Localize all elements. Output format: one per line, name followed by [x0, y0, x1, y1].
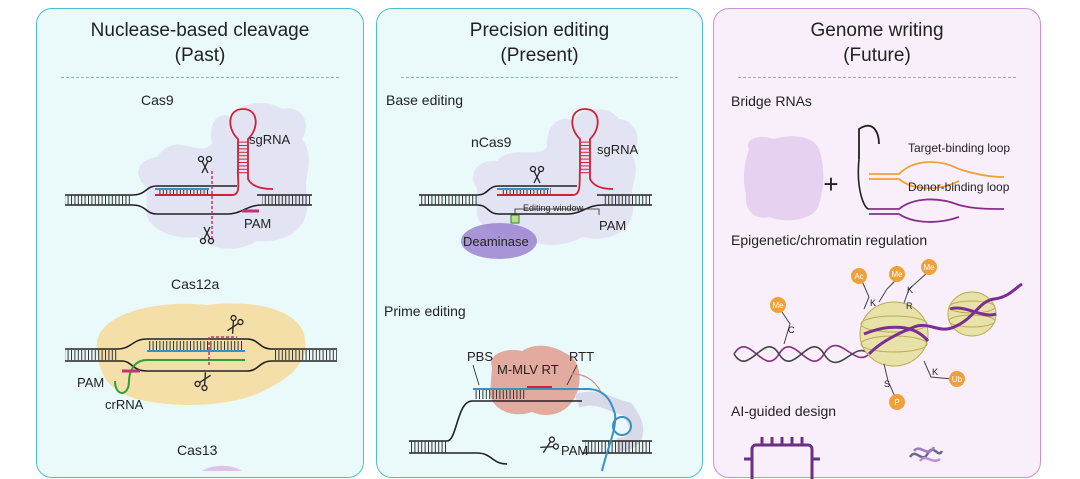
scissors-icon — [194, 372, 211, 392]
cas9-protein-cloud — [138, 103, 309, 249]
genome-writing-diagrams: + Target-binding loop Donor-binding loop — [733, 124, 1023, 479]
dna-double-helix — [733, 345, 870, 363]
cas9-pam-label: PAM — [244, 216, 271, 231]
nucleosome-histone — [859, 301, 929, 367]
cas12a-crrna-label: crRNA — [105, 397, 144, 412]
residue-c: C — [788, 325, 795, 335]
recombinase-cloud — [743, 136, 824, 221]
panel-title-present: Precision editing — [469, 20, 610, 41]
mark-me: Me — [923, 263, 935, 272]
scissors-icon — [197, 155, 213, 174]
nuclease-diagrams: Cas9 sgRNA PAM Cas12a — [65, 92, 337, 471]
residue-s: S — [884, 379, 890, 389]
epigenetic-heading: Epigenetic/chromatin regulation — [731, 232, 928, 248]
mark-p: P — [894, 398, 899, 407]
cas12a-pam-label: PAM — [77, 375, 104, 390]
mmlv-rt-blob — [490, 345, 580, 416]
pbs-label: PBS — [467, 349, 493, 364]
rt-label: M-MLV RT — [497, 362, 559, 377]
title-divider — [61, 77, 339, 78]
precision-editing-diagrams: nCas9 Deaminase sgRNA Editing window PAM… — [409, 108, 652, 472]
base-editing-heading: Base editing — [386, 92, 464, 108]
mark-ub: Ub — [952, 375, 963, 384]
ncas9-label: nCas9 — [471, 134, 512, 150]
rtt-label: RTT — [569, 349, 594, 364]
panel-era-past: (Past) — [174, 45, 226, 66]
protein-structure-icon — [908, 446, 944, 462]
cas9-sgrna — [229, 108, 274, 196]
residue-r: R — [906, 301, 913, 311]
donor-loop-label: Donor-binding loop — [908, 180, 1010, 194]
title-divider — [738, 77, 1016, 78]
cas12a-protein — [96, 303, 306, 405]
panel-era-future: (Future) — [843, 45, 911, 66]
crrna-hairpin — [114, 359, 148, 394]
cas13-heading: Cas13 — [177, 442, 218, 458]
panel-genome-writing: Genome writing (Future) Bridge RNAs Epig… — [713, 8, 1041, 479]
panel-era-present: (Present) — [500, 45, 579, 66]
residue-k: K — [932, 367, 938, 377]
cas9-heading: Cas9 — [141, 92, 174, 108]
prime-pam-label: PAM — [561, 443, 588, 458]
residue-k: K — [870, 298, 876, 308]
cas12a-heading: Cas12a — [171, 276, 219, 292]
prime-editing-heading: Prime editing — [384, 303, 466, 319]
deaminase-blob — [461, 223, 537, 259]
scissors-icon — [529, 165, 545, 184]
chromatin-fiber — [867, 282, 1023, 356]
base-sgrna-label: sgRNA — [597, 142, 639, 157]
scissors-icon — [540, 436, 560, 453]
panel-title-future: Genome writing — [810, 20, 944, 41]
plus-sign: + — [823, 169, 838, 199]
scissors-icon — [199, 226, 215, 245]
panel-nuclease-cleavage: Nuclease-based cleavage (Past) Cas9 — [36, 8, 364, 478]
mark-me: Me — [772, 301, 784, 310]
title-divider — [401, 77, 678, 78]
residue-k: K — [907, 285, 913, 295]
bridge-rna-stem — [858, 124, 880, 159]
deaminase-label: Deaminase — [463, 234, 529, 249]
panel-title-past: Nuclease-based cleavage — [90, 20, 310, 41]
mark-ac: Ac — [854, 272, 863, 281]
cas12a-dna — [65, 338, 337, 372]
ai-chip-icon — [744, 437, 820, 479]
ncas9-protein-cloud — [473, 109, 638, 245]
mark-me: Me — [891, 270, 903, 279]
target-loop-label: Target-binding loop — [908, 141, 1010, 155]
edited-base-marker — [510, 214, 520, 224]
donor-binding-loop — [869, 198, 1005, 223]
panel-precision-editing: Precision editing (Present) Base editing… — [376, 8, 703, 478]
ai-design-heading: AI-guided design — [731, 403, 837, 419]
modification-marks — [770, 259, 965, 410]
cas9-sgrna-label: sgRNA — [249, 132, 291, 147]
scissors-icon — [227, 314, 244, 334]
target-binding-loop — [869, 161, 1005, 190]
base-pam-label: PAM — [599, 218, 626, 233]
editing-window-label: Editing window — [523, 203, 584, 213]
bridge-rna-heading: Bridge RNAs — [731, 93, 812, 109]
